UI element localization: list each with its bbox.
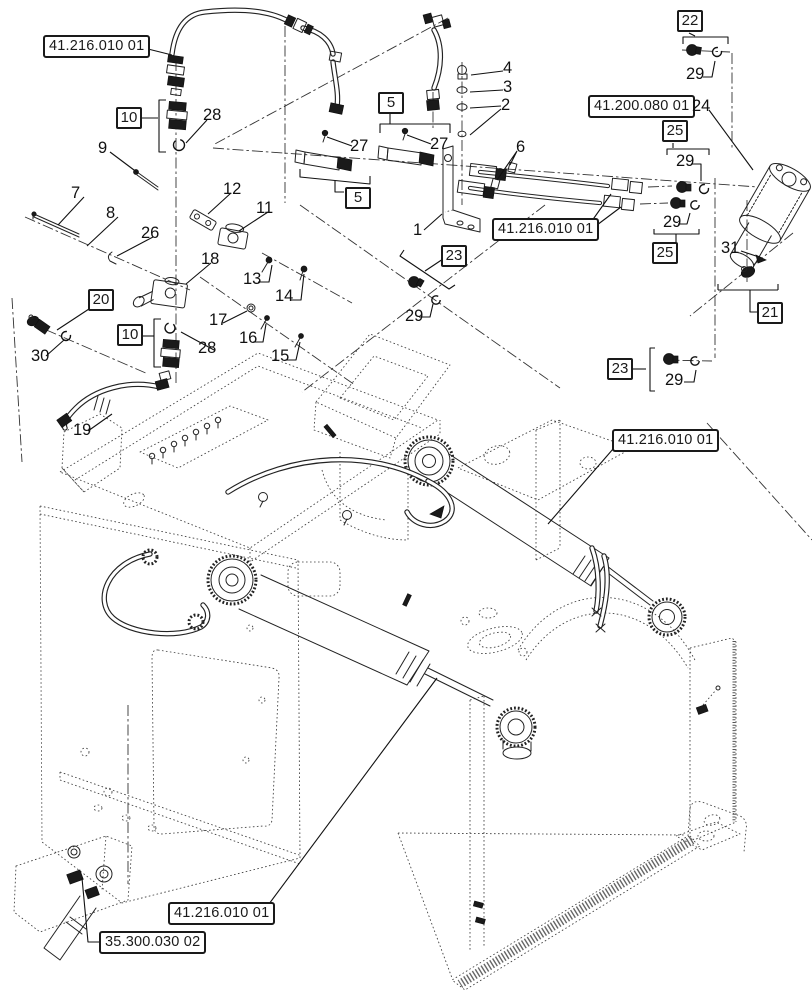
callout-leader-lines xyxy=(45,32,779,943)
frame-hoses xyxy=(101,423,721,925)
o-ring-28-upper xyxy=(172,138,186,152)
hatched-frame-edge xyxy=(457,836,695,988)
tee-fitting-left xyxy=(294,129,353,172)
tee-fitting-right xyxy=(377,127,435,167)
frame-wireframe xyxy=(39,333,747,991)
plug-ring-pair-23-lower xyxy=(663,353,700,366)
fitting-group-10-lower xyxy=(160,322,181,369)
small-parts-top-left xyxy=(31,169,308,348)
steering-cylinder-lower xyxy=(206,554,537,760)
plug-ring-pair-25-upper xyxy=(676,181,710,195)
bottom-left-assembly xyxy=(13,835,133,961)
o-ring-30 xyxy=(60,330,72,342)
fitting-18 xyxy=(132,277,188,309)
bolt-washer-column xyxy=(456,65,468,138)
fitting-11 xyxy=(217,223,249,250)
hose-19 xyxy=(56,370,172,431)
plug-ring-pair-23-upper xyxy=(408,276,441,305)
leader-arrowhead-31 xyxy=(755,254,767,264)
steel-tube-pair xyxy=(456,161,643,212)
tube-clamp-6a xyxy=(507,161,518,174)
phantom-axis-lines xyxy=(11,17,812,884)
banjo-fitting-31 xyxy=(740,266,756,278)
steering-valve-24 xyxy=(729,162,811,270)
plug-ring-pair-25-lower xyxy=(670,197,700,210)
hose-assembly-top-left xyxy=(166,7,452,115)
tube-clamp-6b xyxy=(490,177,501,190)
elbow-assembly-20 xyxy=(26,314,72,342)
o-ring-28-lower xyxy=(164,322,176,334)
steering-cylinder-upper xyxy=(403,435,687,637)
platform-studs xyxy=(148,416,222,465)
bracket-part-1 xyxy=(442,145,481,233)
fitting-group-10-upper xyxy=(166,100,188,152)
plug-ring-pair-22 xyxy=(686,44,723,58)
